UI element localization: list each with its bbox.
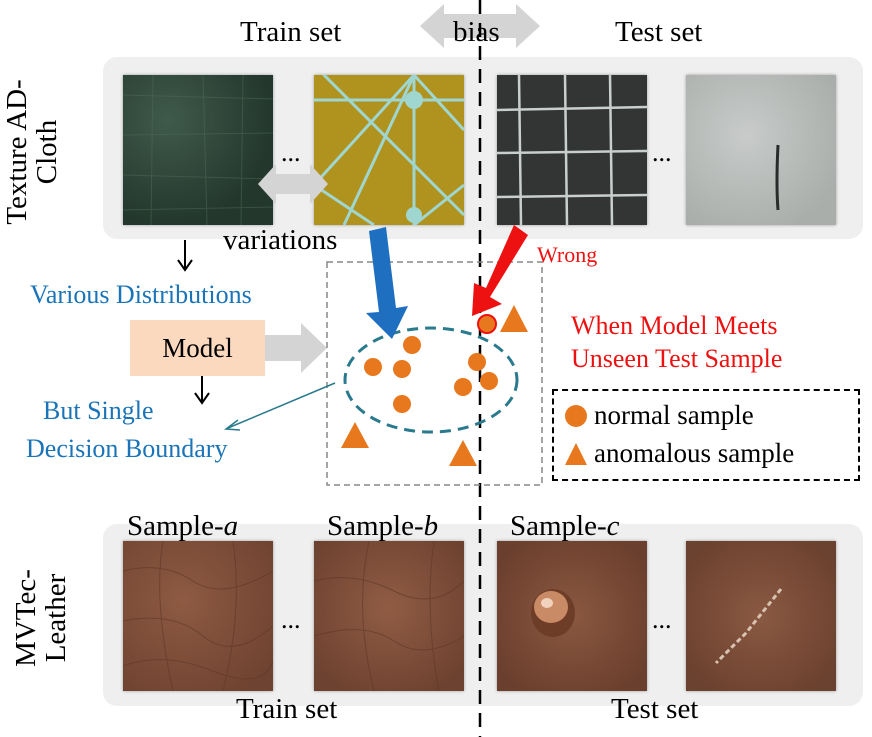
cloth-test-image-1 <box>497 75 647 225</box>
legend-anomalous: anomalous sample <box>564 438 794 469</box>
normal-point <box>393 395 411 413</box>
decision-boundary-label: Decision Boundary <box>26 434 228 463</box>
down-arrow-2 <box>194 373 210 405</box>
leather-row-label-line2: Leather <box>40 573 73 663</box>
normal-point <box>454 378 472 396</box>
bottom-test-set-label: Test set <box>611 693 699 725</box>
model-label: Model <box>162 332 233 363</box>
triangle-icon <box>565 442 587 465</box>
normal-point <box>480 372 498 390</box>
variations-arrow <box>258 164 328 204</box>
various-distributions-label: Various Distributions <box>30 280 252 309</box>
legend-normal-label: normal sample <box>594 400 754 430</box>
anomaly-point <box>500 305 528 332</box>
cloth-test-ellipsis: ... <box>652 138 672 167</box>
leather-train-image-b <box>314 541 464 691</box>
normal-point <box>364 358 382 376</box>
leather-row-label-line1: MVTec- <box>10 569 42 667</box>
cloth-train-ellipsis: ... <box>281 138 301 167</box>
leather-test-ellipsis: ... <box>652 605 672 634</box>
legend-normal: normal sample <box>564 400 754 431</box>
red-arrow <box>472 225 528 316</box>
meets-line2: Unseen Test Sample <box>571 344 783 373</box>
top-test-set-label: Test set <box>615 16 703 48</box>
leather-row-label: MVTec- Leather <box>10 553 75 683</box>
scatter-frame <box>326 261 543 486</box>
normal-point <box>403 336 421 354</box>
cloth-test-image-2 <box>686 75 836 225</box>
bottom-train-set-label: Train set <box>236 693 338 725</box>
wrong-label: Wrong <box>537 242 598 267</box>
model-box: Model <box>130 320 265 376</box>
misclassified-point <box>477 314 497 334</box>
model-arrow <box>265 323 327 373</box>
cloth-train-image-1 <box>123 75 273 225</box>
sample-c-label: Sample-c <box>510 510 620 542</box>
cloth-train-image-2 <box>314 75 464 225</box>
boundary-pointer <box>227 382 336 429</box>
variations-label: variations <box>223 224 338 256</box>
normal-point <box>468 353 486 371</box>
sample-a-label: Sample-a <box>127 510 239 542</box>
legend-box: normal sample anomalous sample <box>552 389 860 481</box>
leather-test-image-c <box>497 541 647 691</box>
anomaly-point <box>449 440 477 466</box>
normal-point <box>393 360 411 378</box>
circle-icon <box>565 404 587 427</box>
down-arrow-1 <box>177 240 193 272</box>
but-single-label: But Single <box>43 396 154 425</box>
leather-train-ellipsis: ... <box>281 605 301 634</box>
anomaly-point <box>341 422 369 448</box>
bias-label: bias <box>453 16 500 48</box>
sample-b-label: Sample-b <box>327 510 439 542</box>
legend-anomalous-label: anomalous sample <box>594 438 795 468</box>
meets-line1: When Model Meets <box>571 311 778 340</box>
top-train-set-label: Train set <box>240 16 342 48</box>
decision-boundary-ellipse <box>343 326 519 434</box>
leather-train-image-a <box>123 541 273 691</box>
leather-test-image-d <box>686 541 836 691</box>
blue-arrow <box>366 227 408 339</box>
